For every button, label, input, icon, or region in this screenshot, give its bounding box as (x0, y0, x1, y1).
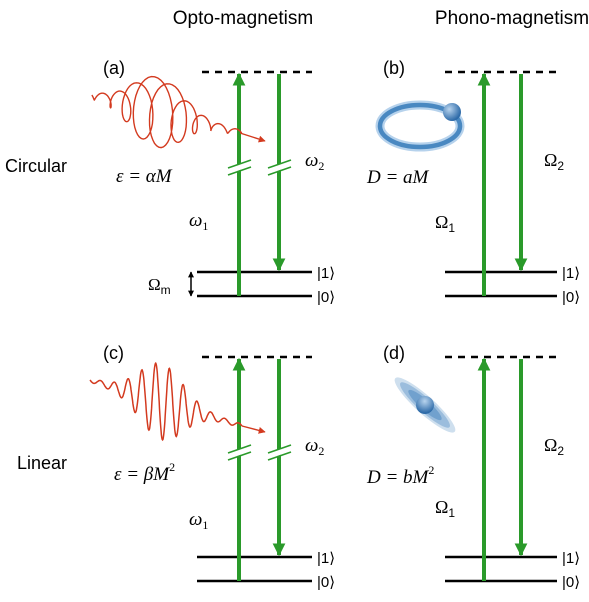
omega-1-label: ω1 (189, 509, 208, 532)
axis-break-marks (227, 159, 292, 176)
panel-c-label: (c) (103, 343, 124, 363)
panel-d-label: (d) (383, 343, 405, 363)
panel-b: (b) D = aM Ω1 Ω2 |1⟩ |0⟩ (366, 58, 580, 306)
linear-light-wave (89, 361, 243, 442)
panel-c: (c) ε = βM2 ω1 ω2 |1⟩ |0⟩ (89, 343, 335, 591)
ket-one: |1⟩ (562, 265, 580, 282)
big-omega-2-label: Ω2 (544, 435, 564, 458)
ket-zero: |0⟩ (317, 289, 335, 306)
ket-zero: |0⟩ (317, 574, 335, 591)
big-omega-1-label: Ω1 (435, 212, 455, 235)
omega-1-label: ω1 (189, 210, 208, 233)
omega-m-label: Ωm (148, 275, 171, 297)
circular-phonon-icon (375, 100, 465, 152)
panel-a: (a) ε = αM ω1 ω2 Ωm |1⟩ |0⟩ (91, 58, 335, 306)
row-label-linear: Linear (17, 453, 67, 473)
omega-2-label: ω2 (305, 150, 324, 173)
panel-d: (d) D = bM2 Ω1 Ω2 |1⟩ |0⟩ (366, 343, 580, 591)
row-label-circular: Circular (5, 156, 67, 176)
ket-zero: |0⟩ (562, 574, 580, 591)
circular-light-wave (91, 75, 243, 149)
ket-one: |1⟩ (317, 265, 335, 282)
axis-break-marks (227, 444, 292, 461)
omega-2-label: ω2 (305, 435, 324, 458)
ket-zero: |0⟩ (562, 289, 580, 306)
header-opto-magnetism: Opto-magnetism (173, 8, 313, 29)
panel-a-label: (a) (103, 58, 125, 78)
equation-d-b-m-squared: D = bM2 (366, 463, 434, 488)
header-phono-magnetism: Phono-magnetism (435, 8, 589, 29)
equation-epsilon-beta-m-squared: ε = βM2 (114, 460, 175, 485)
linear-phonon-icon (394, 377, 456, 433)
ket-one: |1⟩ (317, 550, 335, 567)
big-omega-2-label: Ω2 (544, 150, 564, 173)
ket-one: |1⟩ (562, 550, 580, 567)
light-wave-arrowhead (241, 425, 266, 434)
panel-b-label: (b) (383, 58, 405, 78)
big-omega-1-label: Ω1 (435, 497, 455, 520)
light-wave-arrowhead (239, 132, 266, 143)
equation-d-a-m: D = aM (366, 167, 430, 188)
equation-epsilon-alpha-m: ε = αM (116, 166, 173, 187)
